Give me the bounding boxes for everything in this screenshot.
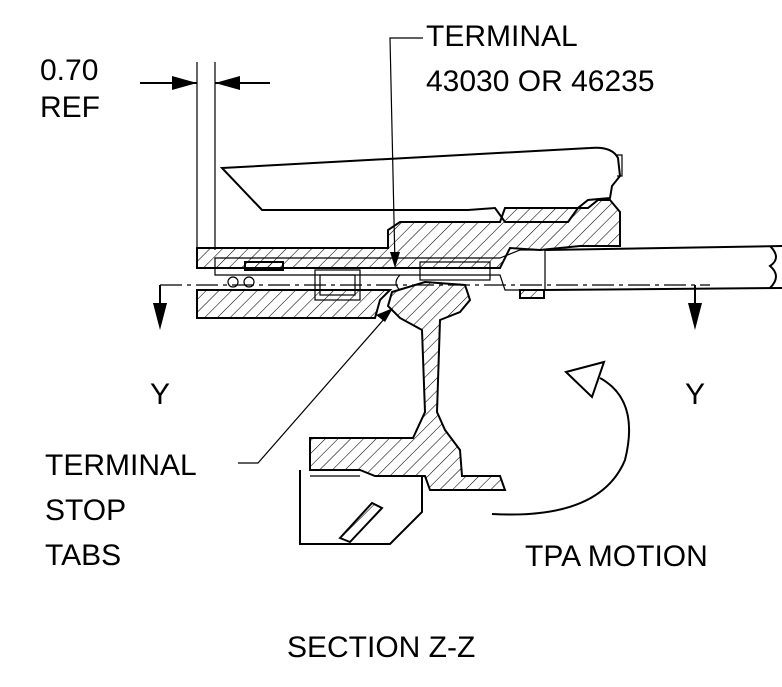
dim-arrowhead-right	[215, 76, 240, 90]
callout-stop-line1: TERMINAL	[45, 449, 197, 482]
terminal-crimp	[419, 261, 491, 281]
section-arrowhead-right	[688, 303, 702, 330]
wire	[544, 245, 782, 291]
callout-stop-tabs: TERMINAL STOP TABS	[45, 308, 393, 572]
tpa-lower-outline	[299, 470, 423, 545]
wire-top-edge	[544, 245, 782, 251]
callout-terminal-line2: 43030 OR 46235	[426, 65, 655, 98]
wire-bottom-edge	[544, 287, 782, 291]
tpa-body	[299, 280, 507, 545]
wire-break	[768, 245, 777, 289]
callout-terminal-leader	[389, 37, 423, 266]
section-title: SECTION Z-Z	[287, 631, 475, 664]
terminal-contact	[244, 261, 284, 271]
callout-stop-leader	[238, 317, 386, 464]
stop-tab-shape	[395, 274, 401, 291]
tpa-motion-arrow	[491, 360, 631, 516]
section-label-left: Y	[150, 378, 170, 411]
tpa-motion-label: TPA MOTION	[525, 540, 708, 573]
tpa-ramp	[338, 501, 384, 544]
dimension-0.70: 0.70 REF	[40, 54, 270, 250]
housing-lower-wall	[196, 289, 393, 319]
dim-note: REF	[40, 91, 100, 124]
cavity-hole-1	[227, 276, 239, 288]
section-label-right: Y	[685, 378, 705, 411]
callout-terminal-line1: TERMINAL	[426, 20, 578, 53]
dim-arrowhead-left	[172, 76, 197, 90]
terminal-tail	[519, 289, 545, 299]
housing-upper-wall	[196, 199, 621, 269]
latch-tip	[617, 154, 623, 177]
callout-stop-arrowhead	[376, 308, 393, 322]
callout-stop-line2: STOP	[45, 494, 126, 527]
motion-arrowhead	[564, 360, 606, 399]
dim-value: 0.70	[40, 54, 98, 87]
motion-arc	[491, 377, 631, 516]
callout-stop-line3: TABS	[45, 539, 121, 572]
section-line: Y Y	[150, 284, 710, 411]
tpa-hatched-body	[309, 280, 507, 491]
cavity-hole-2	[243, 276, 255, 288]
section-arrowhead-left	[153, 303, 167, 330]
